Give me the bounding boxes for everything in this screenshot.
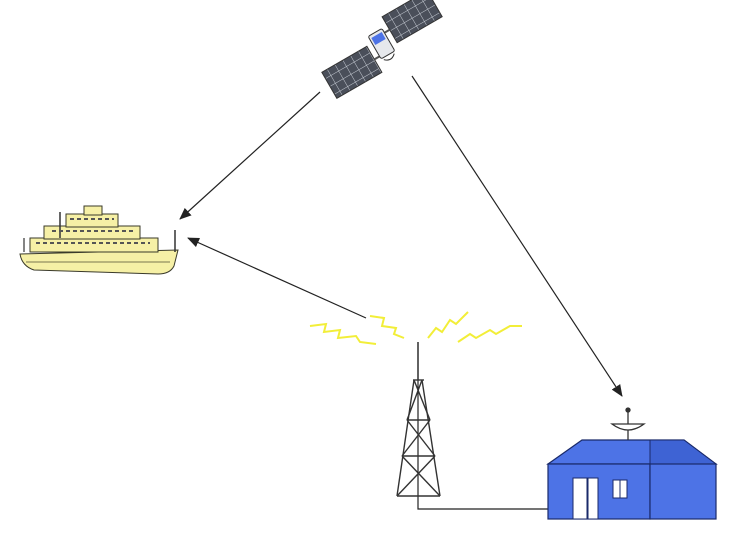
building-icon: [546, 439, 718, 520]
signal-waves-icon: [309, 311, 522, 345]
radio-tower-icon: [396, 342, 441, 497]
ship-icon: [19, 205, 179, 275]
satellite-icon: [321, 0, 443, 100]
satellite-to-ship-arrow: [179, 91, 321, 220]
tower-to-ship-arrow: [187, 237, 367, 319]
satellite-dish-icon: [610, 407, 646, 440]
tower-to-base-station-cable: [417, 342, 548, 510]
satellite-to-base-station-arrow: [411, 75, 623, 397]
